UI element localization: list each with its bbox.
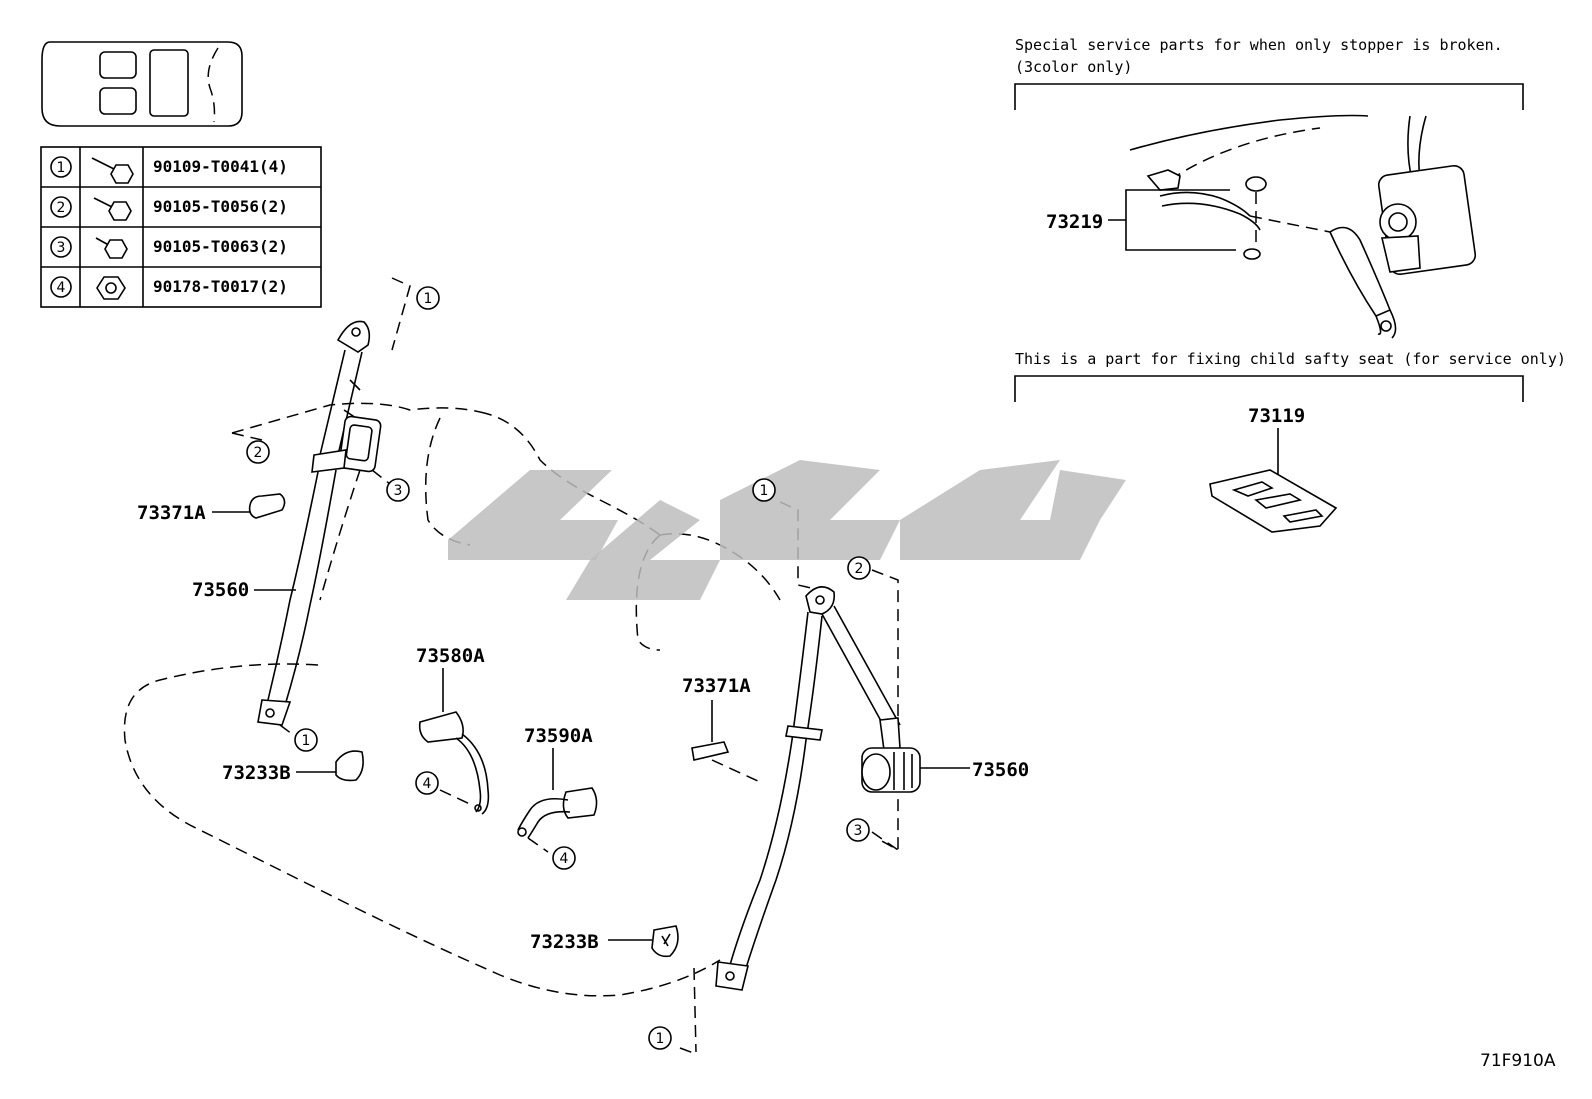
table-part: 90109-T0041(4) bbox=[153, 157, 288, 176]
bolt-icon bbox=[93, 197, 132, 221]
svg-text:2: 2 bbox=[254, 445, 263, 461]
svg-text:4: 4 bbox=[560, 851, 569, 867]
marker-1c: 1 bbox=[752, 478, 776, 502]
marker-1d: 1 bbox=[648, 1026, 672, 1050]
buckle-73580A bbox=[418, 668, 490, 815]
marker-4b: 4 bbox=[552, 846, 576, 870]
marker-4a: 4 bbox=[415, 771, 439, 795]
table-num: 2 bbox=[57, 200, 66, 216]
child-seat-inset bbox=[1014, 375, 1524, 533]
anchor-cover-left bbox=[296, 750, 364, 782]
table-part: 90105-T0063(2) bbox=[153, 237, 288, 256]
marker-2a: 2 bbox=[246, 440, 270, 464]
table-row: 4 90178-T0017(2) bbox=[50, 276, 288, 300]
marker-1a: 1 bbox=[416, 286, 440, 310]
marker-1b: 1 bbox=[294, 728, 318, 752]
callout-73219: 73219 bbox=[1046, 211, 1103, 233]
callout-73560-right: 73560 bbox=[972, 759, 1029, 781]
svg-text:1: 1 bbox=[302, 733, 311, 749]
callout-73119: 73119 bbox=[1248, 405, 1305, 427]
belt-guide-right bbox=[691, 700, 761, 783]
svg-text:1: 1 bbox=[424, 291, 433, 307]
callout-73233B-right: 73233B bbox=[530, 931, 599, 953]
svg-text:1: 1 bbox=[656, 1031, 665, 1047]
table-num: 3 bbox=[57, 240, 66, 256]
svg-text:4: 4 bbox=[423, 776, 432, 792]
callout-73590A: 73590A bbox=[524, 725, 593, 747]
svg-text:3: 3 bbox=[394, 483, 403, 499]
callout-73371A-left: 73371A bbox=[137, 502, 206, 524]
table-num: 1 bbox=[57, 160, 66, 176]
table-row: 1 90109-T0041(4) bbox=[50, 156, 288, 184]
stopper-inset bbox=[1014, 83, 1524, 339]
anchor-cover-right bbox=[608, 925, 679, 958]
right-seatbelt-assembly bbox=[679, 501, 970, 1055]
bolt-icon bbox=[95, 237, 128, 259]
fastener-table: 1 90109-T0041(4) 2 90105-T0056(2) 3 9010 bbox=[40, 146, 322, 308]
figure-code: 71F910A bbox=[1480, 1051, 1556, 1071]
belt-guide-left bbox=[212, 493, 286, 519]
seat-outline bbox=[123, 402, 781, 997]
left-seatbelt-assembly bbox=[231, 277, 411, 741]
buckle-73590A bbox=[517, 748, 598, 853]
vehicle-location-icon bbox=[41, 41, 243, 127]
marker-3a: 3 bbox=[386, 478, 410, 502]
callout-73560-left: 73560 bbox=[192, 579, 249, 601]
callout-73233B-left: 73233B bbox=[222, 762, 291, 784]
marker-2b: 2 bbox=[847, 556, 871, 580]
svg-text:3: 3 bbox=[854, 823, 863, 839]
table-row: 2 90105-T0056(2) bbox=[50, 196, 288, 221]
svg-text:1: 1 bbox=[760, 483, 769, 499]
table-part: 90105-T0056(2) bbox=[153, 197, 288, 216]
stopper-note-line2: (3color only) bbox=[1015, 58, 1132, 76]
bolt-icon bbox=[91, 157, 134, 184]
marker-3b: 3 bbox=[846, 818, 870, 842]
callout-73580A: 73580A bbox=[416, 645, 485, 667]
svg-text:2: 2 bbox=[855, 561, 864, 577]
table-num: 4 bbox=[57, 280, 66, 296]
table-row: 3 90105-T0063(2) bbox=[50, 236, 288, 259]
nut-icon bbox=[96, 276, 126, 300]
watermark-logo bbox=[448, 460, 1126, 600]
callout-73371A-right: 73371A bbox=[682, 675, 751, 697]
child-seat-note: This is a part for fixing child safty se… bbox=[1015, 350, 1566, 368]
table-part: 90178-T0017(2) bbox=[153, 277, 288, 296]
stopper-note-line1: Special service parts for when only stop… bbox=[1015, 36, 1503, 54]
